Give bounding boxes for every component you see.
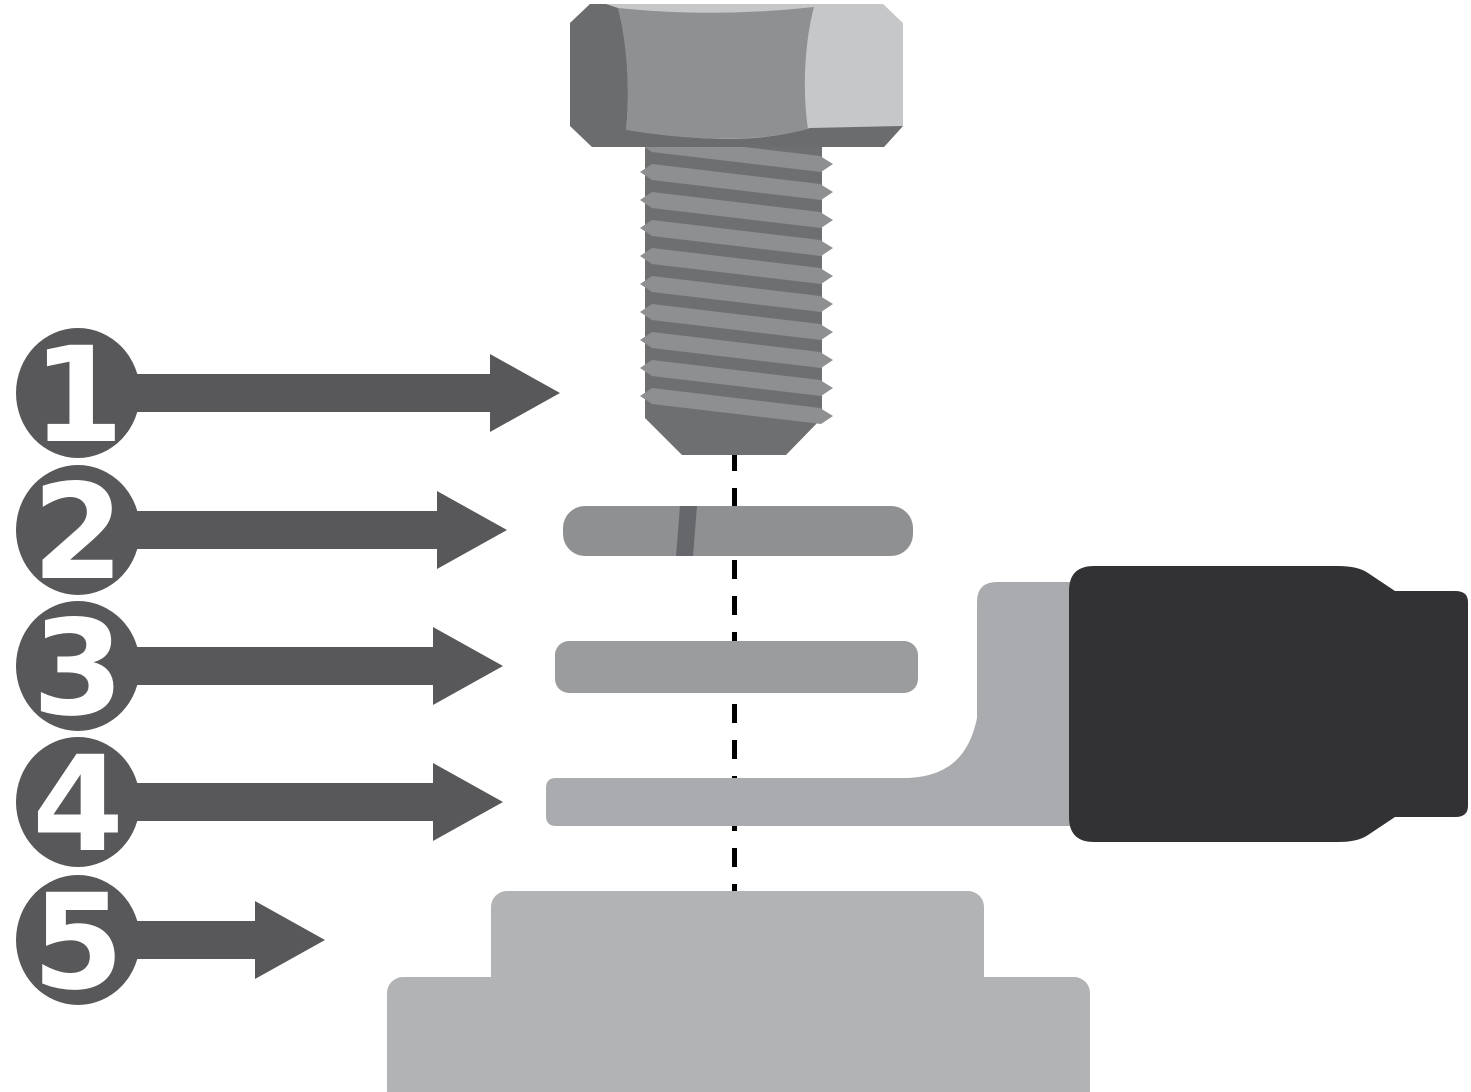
lock-washer-split: [676, 506, 697, 556]
callout-1-badge: [16, 328, 140, 458]
callout-2-badge: [16, 465, 140, 595]
callout-3-arrow-head: [433, 627, 503, 705]
callout-5: 5: [16, 866, 325, 1020]
cable-insulation: [1069, 566, 1468, 842]
callout-3: 3: [16, 592, 503, 746]
callout-4-number: 4: [32, 728, 124, 882]
lock-washer-body: [563, 506, 913, 556]
callout-1-number: 1: [32, 319, 124, 473]
lock-washer: [563, 506, 913, 556]
callout-2: 2: [16, 456, 507, 610]
bolt-head-center-facet: [618, 7, 814, 139]
mounting-base-lower: [387, 977, 1090, 1092]
callout-5-arrow-head: [255, 901, 325, 979]
callout-2-arrow-head: [437, 491, 507, 569]
bolt-head: [570, 4, 903, 147]
bolt-head-shaded-facet: [570, 4, 903, 147]
callout-3-number: 3: [32, 592, 124, 746]
flat-washer: [555, 641, 918, 693]
callout-4-badge: [16, 737, 140, 867]
callout-1-arrow-shaft: [78, 374, 490, 412]
callout-1: 1: [16, 319, 560, 473]
callout-5-number: 5: [32, 866, 124, 1020]
mounting-base: [387, 891, 1090, 1092]
callout-3-badge: [16, 601, 140, 731]
callout-5-badge: [16, 875, 140, 1005]
callout-1-arrow-head: [490, 354, 560, 432]
callout-2-number: 2: [32, 456, 124, 610]
hex-bolt: [570, 4, 903, 455]
callout-4-arrow-head: [433, 763, 503, 841]
cable-lug: [546, 582, 1100, 826]
callout-4: 4: [16, 728, 503, 882]
